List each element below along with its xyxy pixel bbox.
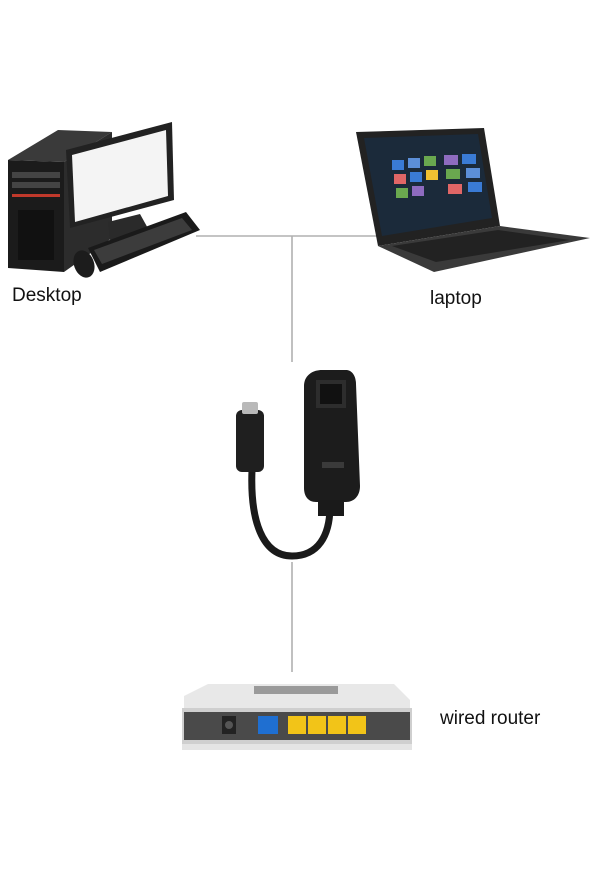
desktop-computer-icon — [8, 122, 200, 278]
usb-c-ethernet-adapter-icon — [236, 370, 360, 560]
wired-router-label: wired router — [440, 708, 541, 729]
connector-lines — [196, 235, 378, 672]
laptop-icon — [356, 128, 590, 272]
laptop-label: laptop — [430, 288, 482, 309]
desktop-label: Desktop — [12, 285, 82, 306]
wired-router-icon — [182, 684, 412, 750]
